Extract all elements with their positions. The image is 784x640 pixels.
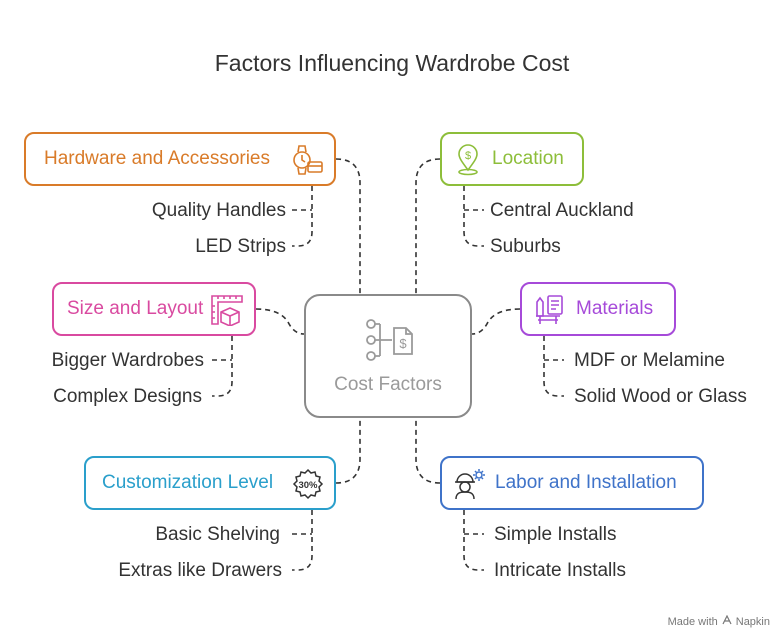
subitem-complex-designs: Complex Designs <box>53 386 202 407</box>
subitem-extras-drawers: Extras like Drawers <box>118 560 282 581</box>
factor-location: $ Location <box>440 132 584 186</box>
footer-attribution: Made with Napkin <box>667 614 770 628</box>
factor-hardware-label: Hardware and Accessories <box>44 148 270 169</box>
svg-text:30%: 30% <box>298 480 318 491</box>
factor-materials: Materials <box>520 282 676 336</box>
subitem-quality-handles: Quality Handles <box>151 200 286 221</box>
footer-brand: Napkin <box>735 615 770 628</box>
center-node: $ Cost Factors <box>304 294 472 418</box>
connector-location <box>415 158 441 294</box>
connector-size <box>255 308 305 335</box>
subitem-suburbs: Suburbs <box>490 236 561 257</box>
connector-customization <box>335 418 361 484</box>
percent-badge-icon: 30% <box>292 468 324 500</box>
factor-customization: Customization Level 30% <box>84 456 336 510</box>
subitem-bigger-wardrobes: Bigger Wardrobes <box>51 350 204 371</box>
diagram-title: Factors Influencing Wardrobe Cost <box>214 50 570 76</box>
subitem-intricate-installs: Intricate Installs <box>494 560 626 581</box>
location-pin-dollar-icon: $ <box>454 144 482 176</box>
subtree-materials <box>543 336 564 397</box>
factor-labor-label: Labor and Installation <box>495 472 677 493</box>
flow-dollar-icon: $ <box>366 318 414 367</box>
svg-text:$: $ <box>465 150 471 162</box>
factor-hardware: Hardware and Accessories <box>24 132 336 186</box>
subitem-simple-installs: Simple Installs <box>494 524 617 545</box>
factor-size-label: Size and Layout <box>67 298 204 319</box>
connector-labor <box>415 418 441 484</box>
connector-materials <box>471 308 521 335</box>
factor-materials-label: Materials <box>576 298 654 319</box>
subitem-central-auckland: Central Auckland <box>490 200 634 221</box>
factor-location-label: Location <box>492 148 564 169</box>
subtree-size <box>212 336 233 397</box>
napkin-logo-icon <box>722 614 732 628</box>
factor-labor: Labor and Installation <box>440 456 704 510</box>
subitem-basic-shelving: Basic Shelving <box>155 524 280 545</box>
materials-icon <box>534 294 566 326</box>
subtree-location <box>463 186 484 247</box>
center-label: Cost Factors <box>334 374 442 395</box>
footer-made-with: Made with <box>667 615 718 628</box>
subitem-mdf-melamine: MDF or Melamine <box>574 350 725 371</box>
subitem-solid-wood-glass: Solid Wood or Glass <box>574 386 747 407</box>
subtree-customization <box>292 510 313 571</box>
watch-card-icon <box>290 144 324 176</box>
factor-customization-label: Customization Level <box>102 472 274 493</box>
subitem-led-strips: LED Strips <box>195 236 286 257</box>
subtree-labor <box>463 510 484 571</box>
worker-gear-icon <box>452 468 486 500</box>
subtree-hardware <box>292 186 313 247</box>
svg-text:$: $ <box>399 336 407 351</box>
factor-size: Size and Layout <box>52 282 256 336</box>
ruler-box-icon <box>210 294 244 326</box>
connector-hardware <box>335 158 361 294</box>
